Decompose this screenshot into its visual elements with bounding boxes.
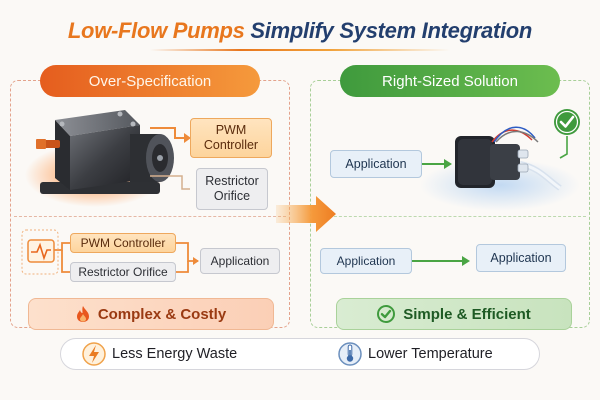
pump-connectors — [150, 127, 191, 190]
restrictor-orifice-small-box: Restrictor Orifice — [70, 262, 176, 282]
title-underline — [150, 49, 450, 51]
check-circle-icon — [377, 305, 396, 323]
page-title: Low-Flow Pumps Simplify System Integrati… — [0, 18, 600, 44]
restrictor-orifice-box: Restrictor Orifice — [196, 168, 268, 210]
pwm-controller-small-box: PWM Controller — [70, 233, 176, 253]
complex-costly-footer: Complex & Costly — [28, 298, 274, 330]
right-panel-divider — [314, 216, 586, 217]
simple-efficient-footer: Simple & Efficient — [336, 298, 572, 330]
application-box-right-bottom-left: Application — [320, 248, 412, 274]
pwm-controller-label: PWM Controller — [203, 123, 259, 152]
over-spec-header: Over-Specification — [40, 65, 260, 97]
micro-pump-illustration — [420, 126, 580, 211]
right-sized-header: Right-Sized Solution — [340, 65, 560, 97]
application-box-left: Application — [200, 248, 280, 274]
pulse-icon-frame — [21, 229, 59, 275]
flame-icon — [76, 306, 89, 322]
lower-temperature-label: Lower Temperature — [368, 346, 493, 362]
left-flow-lines — [54, 242, 199, 273]
large-pump-illustration — [25, 110, 174, 207]
check-icon — [554, 109, 580, 135]
restrictor-orifice-label: Restrictor Orifice — [205, 174, 259, 203]
title-part-1: Low-Flow Pumps — [67, 18, 245, 43]
less-energy-waste-label: Less Energy Waste — [112, 346, 238, 362]
complex-costly-label: Complex & Costly — [97, 305, 227, 323]
right-flow-lines — [412, 136, 568, 266]
application-box-right-bottom-right: Application — [476, 244, 566, 272]
benefits-bar — [60, 338, 540, 370]
transition-arrow — [276, 196, 336, 232]
pulse-icon — [27, 239, 55, 263]
application-box-right-top: Application — [330, 150, 422, 178]
left-panel-divider — [14, 216, 286, 217]
simple-efficient-label: Simple & Efficient — [403, 305, 531, 323]
pwm-controller-box: PWM Controller — [190, 118, 272, 158]
title-part-2: Simplify System Integration — [250, 18, 533, 43]
